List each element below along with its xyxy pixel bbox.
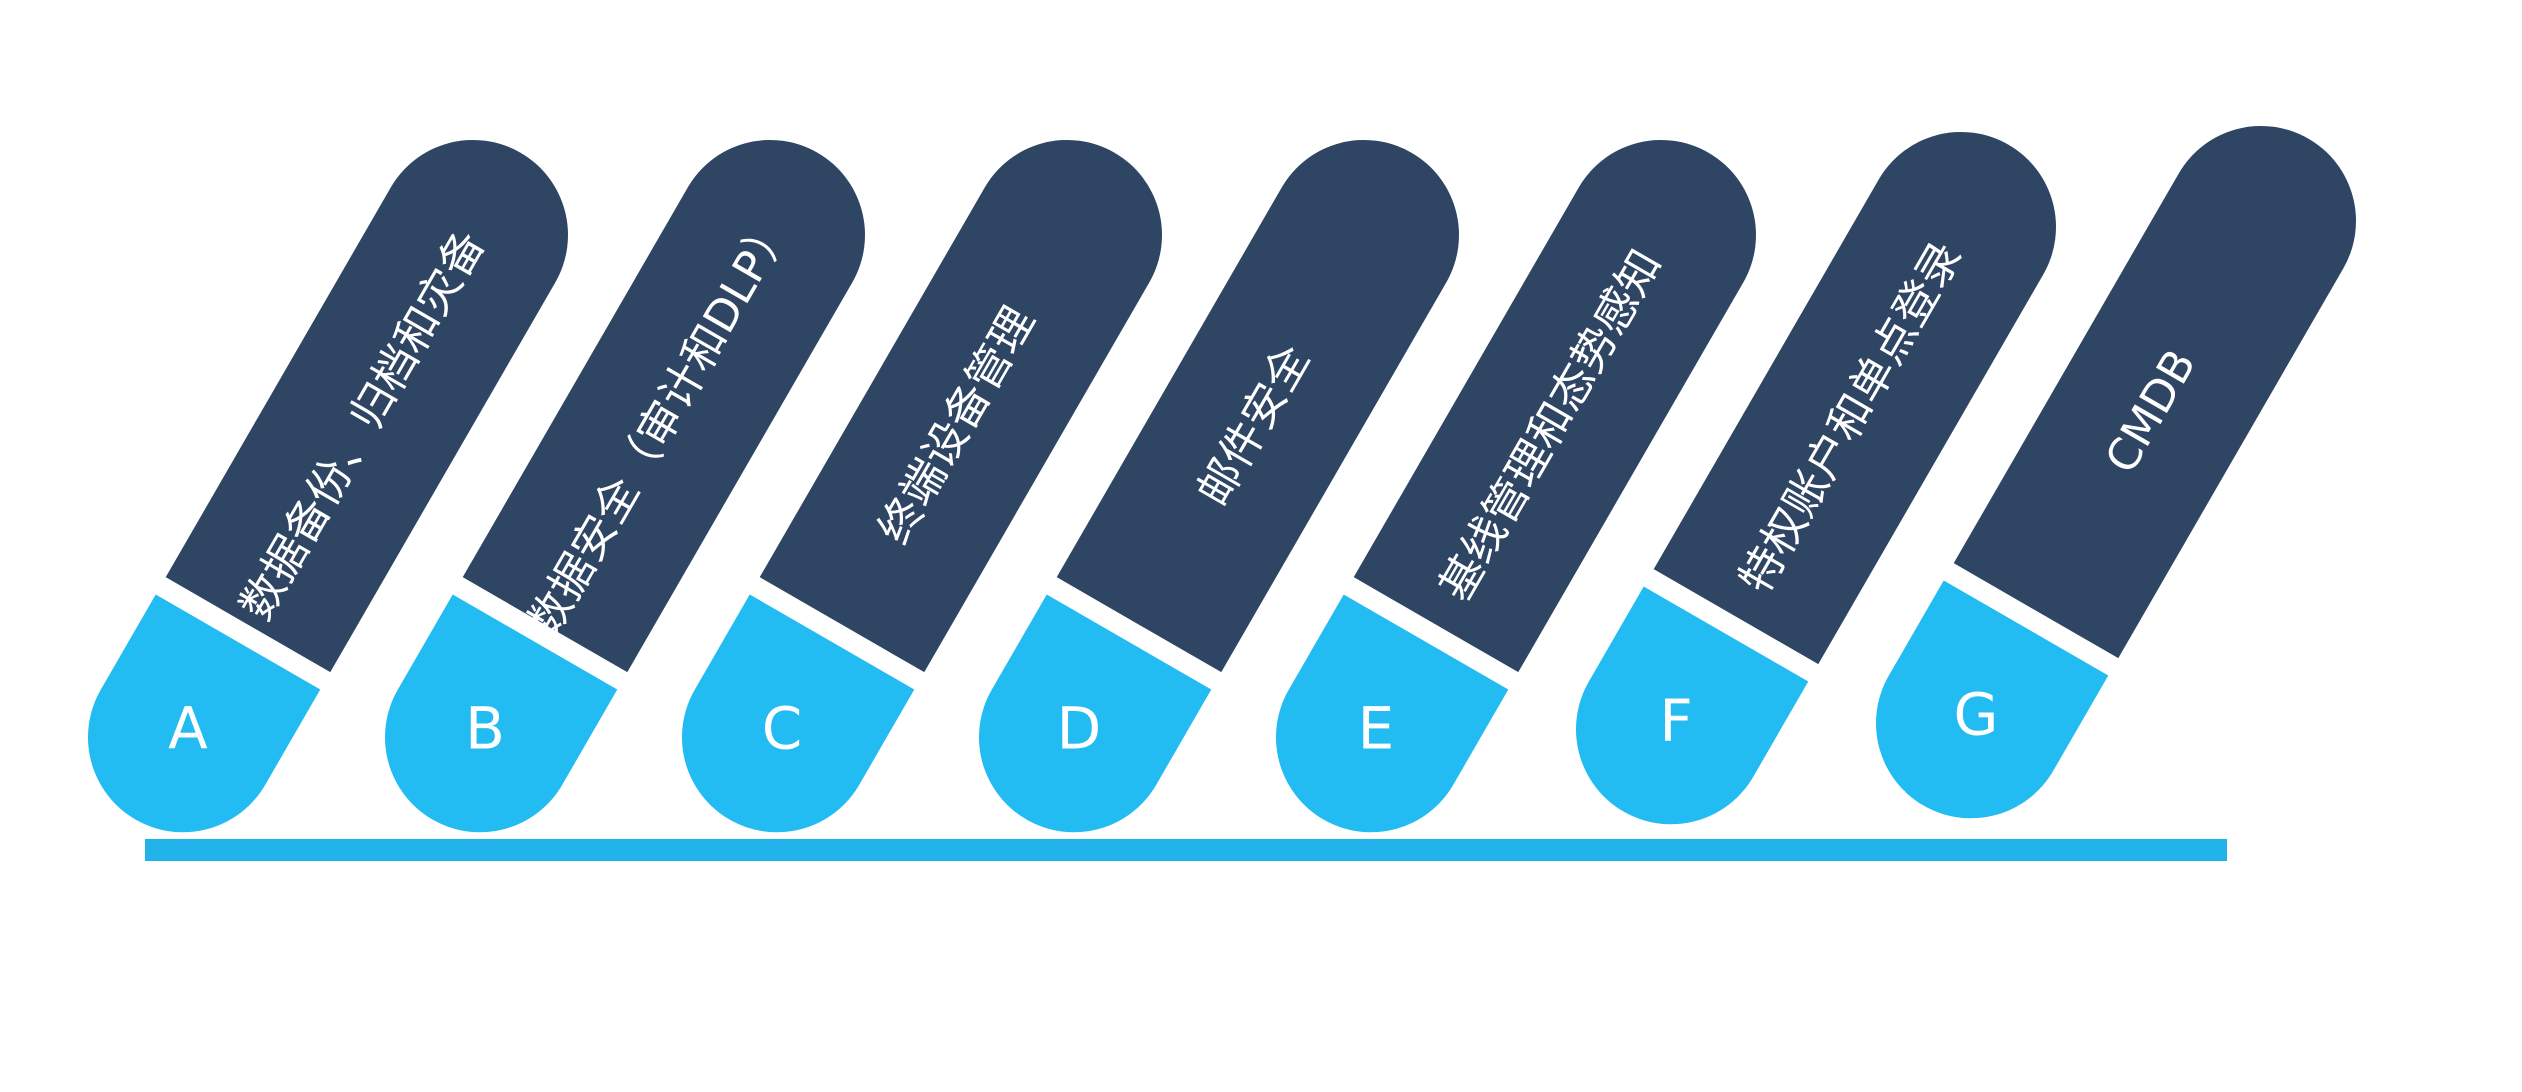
tab-a-cap <box>88 594 321 833</box>
tab-b-cap <box>385 594 618 833</box>
tab-e-letter: E <box>1358 695 1395 763</box>
tab-a-body <box>165 140 568 673</box>
tab-g: CMDB G <box>1876 126 2356 819</box>
tab-d-cap <box>979 594 1212 833</box>
tab-c: 终端设备管理 C <box>682 140 1162 833</box>
tab-b-letter: B <box>465 695 505 763</box>
tab-b: 数据安全（审计和DLP） B <box>385 140 865 833</box>
tab-c-body <box>759 140 1162 673</box>
tab-b-body <box>462 140 865 673</box>
tab-f-cap <box>1576 586 1809 825</box>
tab-e-body <box>1353 140 1756 673</box>
tab-d-body <box>1056 140 1459 673</box>
tab-d-letter: D <box>1057 695 1102 763</box>
baseline-bar <box>145 839 2227 861</box>
tab-f-body <box>1653 132 2056 665</box>
tab-g-cap <box>1876 580 2109 819</box>
tab-c-cap <box>682 594 915 833</box>
tab-e-cap <box>1276 594 1509 833</box>
tab-f-letter: F <box>1659 687 1692 755</box>
tab-c-letter: C <box>762 695 803 763</box>
tab-a-letter: A <box>168 695 208 763</box>
tab-d: 邮件安全 D <box>979 140 1459 833</box>
tab-g-body <box>1953 126 2356 659</box>
tab-g-letter: G <box>1954 681 1999 749</box>
